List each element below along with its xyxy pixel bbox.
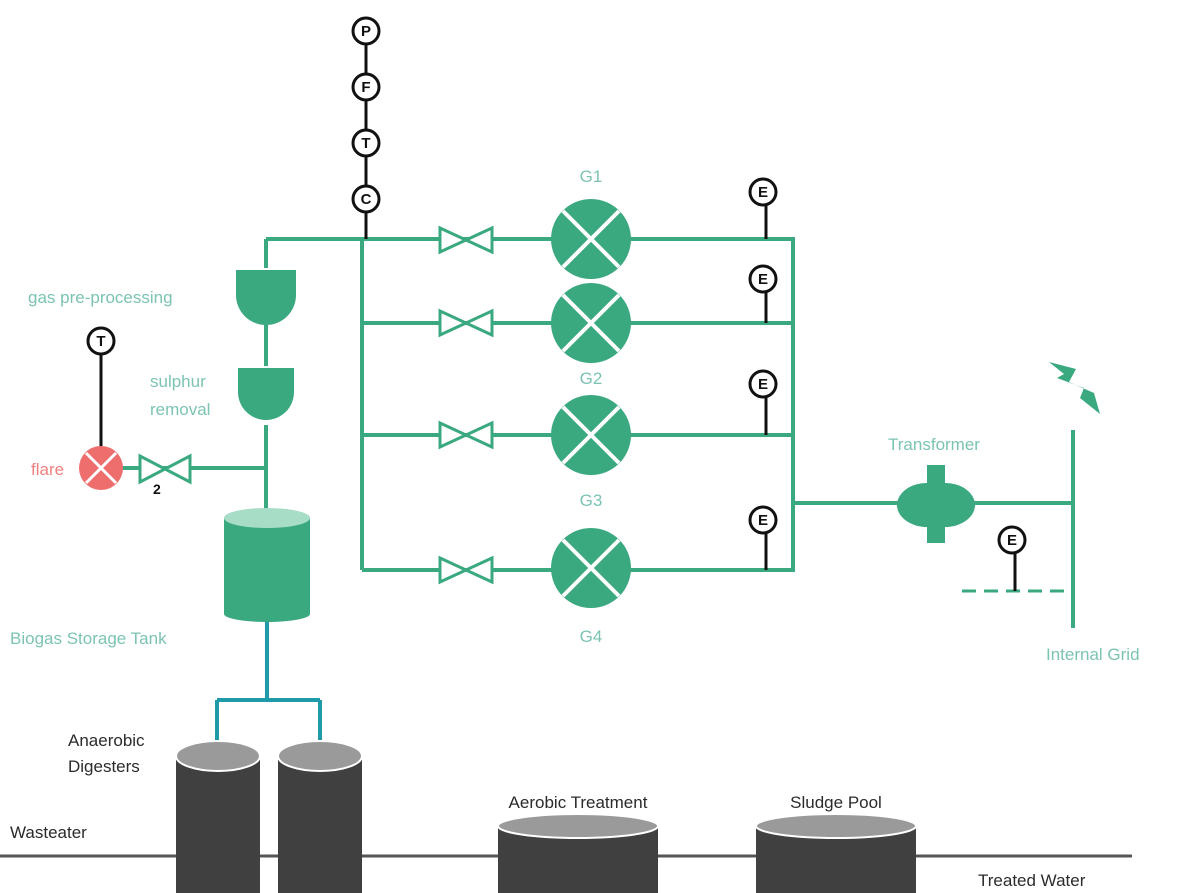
valve-icon-g1	[438, 225, 494, 255]
energy-meter-2-letter: E	[758, 271, 768, 288]
anaerobic-digester-2	[277, 740, 363, 893]
generator-label-g4: G4	[580, 627, 603, 646]
generator-icon-g1	[551, 199, 631, 279]
internal-grid-label: Internal Grid	[1046, 645, 1140, 664]
flow-gauge: F	[351, 72, 381, 102]
energy-meter-3: E	[748, 369, 778, 435]
generator-icon-g4	[551, 528, 631, 608]
energy-meter-1: E	[748, 177, 778, 239]
sludge-pool-label: Sludge Pool	[790, 793, 882, 812]
energy-meter-4-letter: E	[758, 512, 768, 529]
anaerobic-label-line2: Digesters	[68, 757, 140, 776]
energy-meter-grid-letter: E	[1007, 532, 1017, 549]
anaerobic-label-line1: Anaerobic	[68, 731, 145, 750]
flare-valve-icon	[138, 453, 192, 485]
sulphur-removal-unit	[238, 368, 294, 420]
generator-icon-unlabeled	[551, 283, 631, 363]
transformer-icon	[897, 465, 975, 543]
temperature-gauge: T	[351, 128, 381, 158]
energy-meter-grid: E	[997, 525, 1027, 591]
lightning-icon	[1049, 362, 1100, 414]
sludge-pool-tank	[755, 813, 917, 893]
generator-label-g3: G3	[580, 491, 603, 510]
generator-label-g1: G1	[580, 167, 603, 186]
pressure-letter: P	[361, 23, 371, 40]
transformer-label: Transformer	[888, 435, 980, 454]
wastewater-label: Wasteater	[10, 823, 87, 842]
aerobic-treatment-label: Aerobic Treatment	[509, 793, 648, 812]
flare-label: flare	[31, 460, 64, 479]
flare-icon	[79, 446, 123, 490]
generator-label-g2: G2	[580, 369, 603, 388]
digester-gas-pipes	[215, 622, 322, 745]
flare-temperature-gauge: T	[86, 326, 116, 356]
generator-icon-g2	[551, 395, 631, 475]
composition-letter: C	[361, 191, 372, 208]
aerobic-treatment-tank	[497, 813, 659, 893]
treated-water-label: Treated Water	[978, 871, 1086, 890]
composition-gauge: C	[351, 184, 381, 214]
energy-meter-3-letter: E	[758, 376, 768, 393]
sulphur-removal-label-line1: sulphur	[150, 372, 206, 391]
flare-temperature-letter: T	[96, 333, 105, 350]
energy-meter-2: E	[748, 264, 778, 323]
valve-icon-g2	[438, 420, 494, 450]
anaerobic-digester-1	[175, 740, 261, 893]
gas-preprocessing-unit	[236, 270, 296, 325]
flare-valve-number: 2	[153, 481, 161, 497]
valve-icon-gx	[438, 308, 494, 338]
energy-meter-4: E	[748, 505, 778, 570]
biogas-storage-label: Biogas Storage Tank	[10, 629, 167, 648]
energy-meter-1-letter: E	[758, 184, 768, 201]
temperature-letter: T	[361, 135, 370, 152]
flow-letter: F	[361, 79, 370, 96]
valve-icon-g4	[438, 555, 494, 585]
sulphur-removal-label-line2: removal	[150, 400, 210, 419]
gas-preprocessing-label: gas pre-processing	[28, 288, 173, 307]
pressure-gauge: P	[351, 16, 381, 46]
biogas-storage-tank	[224, 508, 310, 622]
